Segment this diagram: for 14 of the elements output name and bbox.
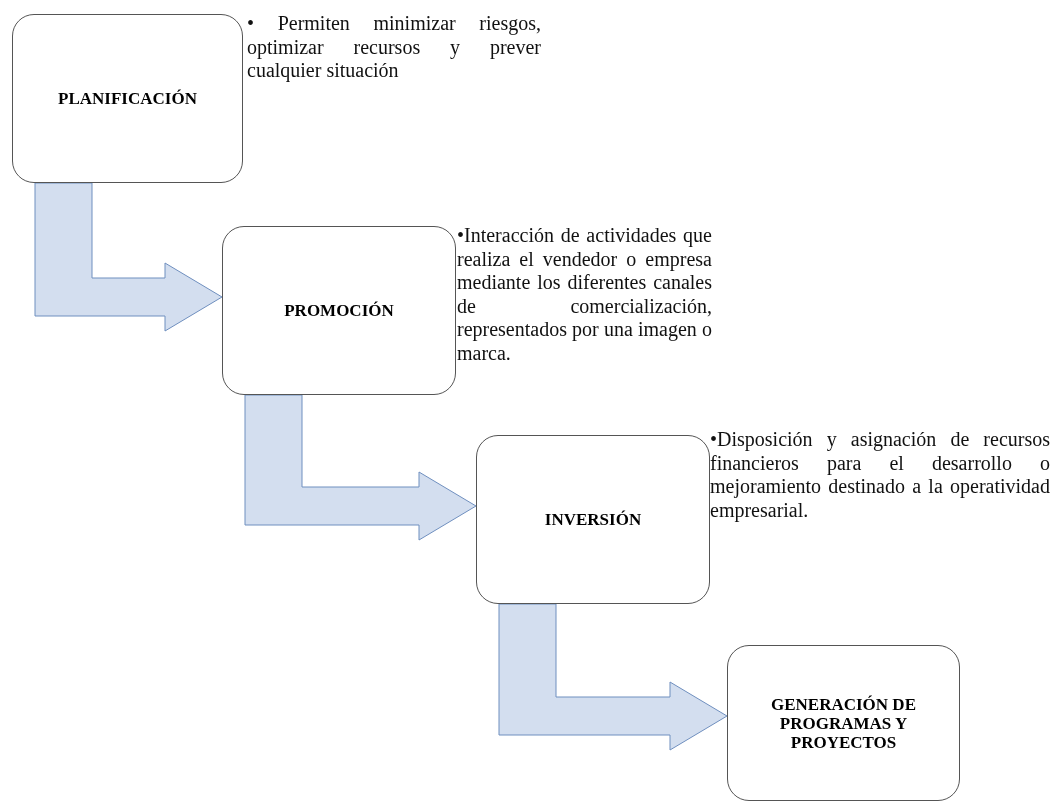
rounded-box [222, 226, 456, 395]
rounded-box [476, 435, 710, 604]
bent-arrow [498, 603, 728, 751]
bent-arrow [244, 394, 477, 541]
box-title: GENERACIÓN DE PROGRAMAS Y PROYECTOS [770, 694, 917, 752]
box-title: PLANIFICACIÓN [58, 89, 197, 108]
rounded-box [12, 14, 243, 183]
description-text: • Permiten minimizar riesgos, optimizar recursos y prever cualquier situación [247, 12, 541, 83]
description-text: •Disposición y asignación de recursos financieros para el desarrollo o mejoramiento destinado a la operatividad empresarial. [710, 428, 1050, 522]
description-text: •Interacción de actividades que realiza el vendedor o empresa mediante los diferentes canales de comercialización, representados por una imagen o marca. [457, 224, 712, 365]
box-title: PROMOCIÓN [284, 301, 394, 320]
rounded-box [727, 645, 960, 801]
bent-arrow [34, 182, 223, 332]
box-title: INVERSIÓN [544, 510, 642, 529]
